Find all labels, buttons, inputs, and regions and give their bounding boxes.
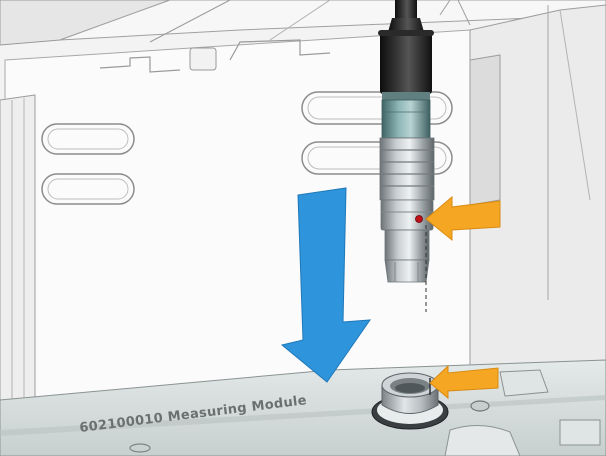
plug-marker-arrow-icon — [425, 195, 501, 242]
alignment-dot — [415, 215, 423, 223]
socket-marker-arrow-icon — [429, 364, 499, 400]
arrow-down-icon — [280, 187, 372, 383]
socket — [371, 372, 449, 430]
connector-plug — [378, 0, 435, 312]
